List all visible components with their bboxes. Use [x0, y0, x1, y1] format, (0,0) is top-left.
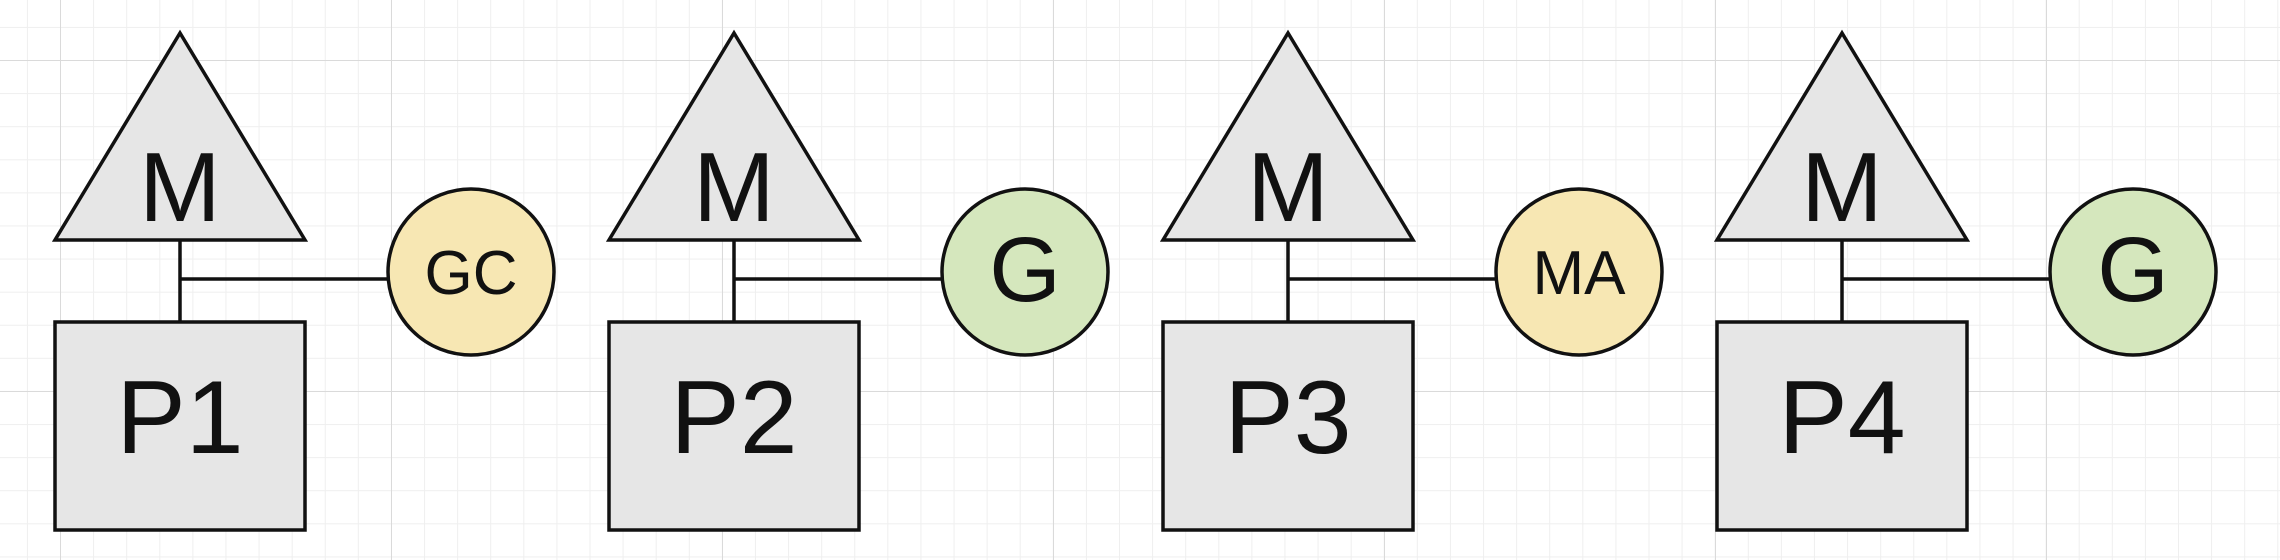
- machine-label: M: [693, 132, 775, 242]
- goroutine-label: MA: [1533, 239, 1627, 308]
- goroutine-circle: [2048, 187, 2218, 357]
- goroutine-circle: [386, 187, 556, 357]
- gmp-unit-4: M P4 G: [1713, 29, 2218, 532]
- gmp-unit-3: M P3 MA: [1159, 29, 1664, 532]
- processor-label: P3: [1224, 360, 1351, 476]
- processor-box: [607, 320, 861, 532]
- gmp-unit-2: M P2 G: [605, 29, 1110, 532]
- machine-triangle: [605, 29, 863, 242]
- machine-label: M: [139, 132, 221, 242]
- processor-label: P2: [670, 360, 797, 476]
- machine-triangle: [51, 29, 309, 242]
- machine-label: M: [1801, 132, 1883, 242]
- processor-label: P4: [1778, 360, 1905, 476]
- machine-triangle: [1713, 29, 1971, 242]
- processor-label: P1: [116, 360, 243, 476]
- processor-box: [53, 320, 307, 532]
- goroutine-label: G: [2097, 219, 2169, 321]
- goroutine-label: G: [989, 219, 1061, 321]
- gmp-unit-1: M P1 GC: [51, 29, 556, 532]
- machine-label: M: [1247, 132, 1329, 242]
- machine-triangle: [1159, 29, 1417, 242]
- goroutine-circle: [1494, 187, 1664, 357]
- goroutine-circle: [940, 187, 1110, 357]
- processor-box: [1161, 320, 1415, 532]
- processor-box: [1715, 320, 1969, 532]
- goroutine-label: GC: [425, 239, 518, 308]
